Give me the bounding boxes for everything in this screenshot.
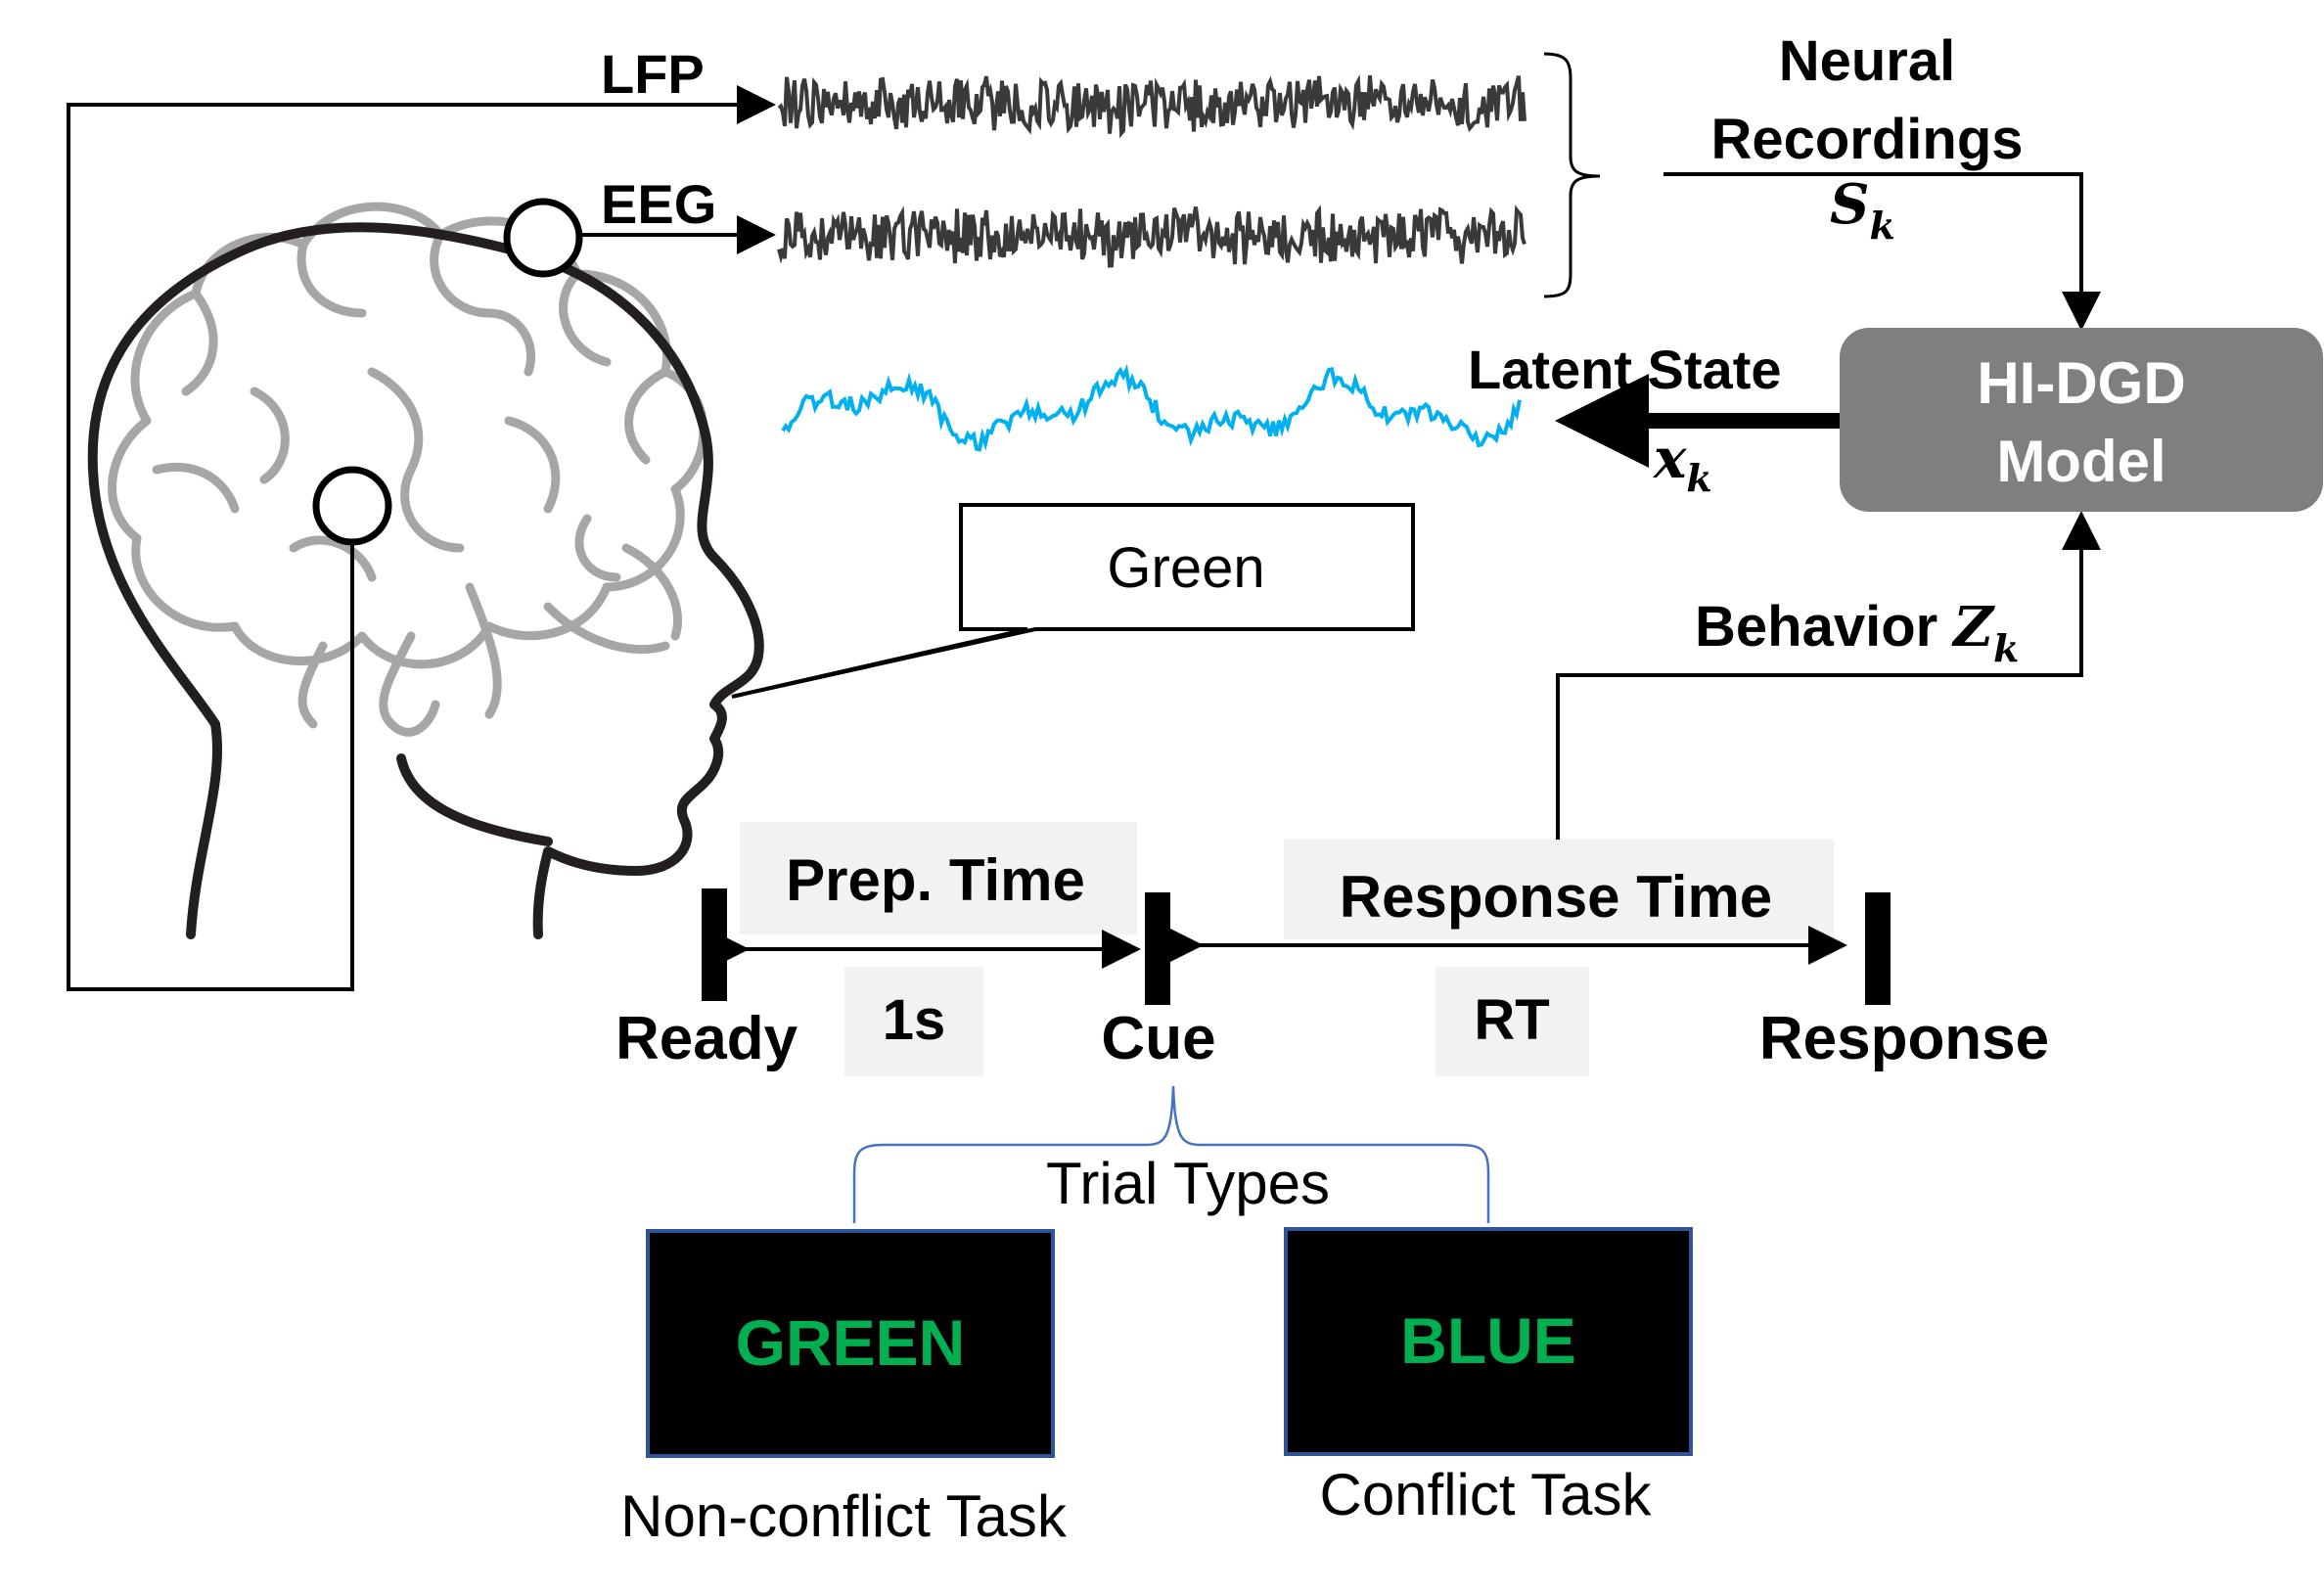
response-duration-box	[1435, 967, 1589, 1076]
speech-bubble-text: Green	[1107, 536, 1264, 600]
lfp-label: LFP	[601, 43, 705, 105]
connections	[67, 52, 2101, 991]
latent-state-trace	[781, 364, 1522, 452]
non-conflict-stimulus-word: GREEN	[736, 1306, 966, 1379]
conflict-stimulus-card	[1284, 1227, 1693, 1456]
conflict-caption: Conflict Task	[1319, 1462, 1652, 1527]
model-name-line1: HI-DGD	[1977, 350, 2185, 416]
response-time-box	[1284, 840, 1834, 939]
response-label: Response	[1759, 1005, 2049, 1072]
eeg-label: EEG	[601, 173, 716, 235]
jaw-outline	[396, 753, 553, 846]
signal-traces	[777, 73, 1527, 452]
ready-label: Ready	[615, 1005, 798, 1072]
trial-timeline: Prep. Time Response Time 1s RT Ready Cue…	[615, 822, 2049, 1076]
ready-tick	[702, 888, 727, 1001]
recordings-to-model-arrow	[1663, 172, 2101, 331]
latent-state-symbol: xk	[1653, 427, 1712, 500]
neural-recordings-label-line2: Recordings	[1710, 108, 2023, 171]
neural-recordings-label-line1: Neural	[1779, 29, 1956, 93]
lfp-trace	[777, 73, 1527, 139]
prep-time-box	[740, 822, 1137, 934]
eeg-trace	[777, 205, 1527, 268]
non-conflict-caption: Non-conflict Task	[620, 1483, 1068, 1549]
latent-state-label: Latent State	[1468, 339, 1782, 400]
eeg-electrode	[503, 198, 583, 278]
head-outline	[87, 222, 764, 939]
response-duration-label: RT	[1474, 988, 1549, 1052]
hi-dgd-model-box: HI-DGD Model	[1840, 328, 2323, 512]
neural-recordings-symbol: Sk	[1830, 172, 1895, 248]
trial-types: Trial Types GREEN Non-conflict Task BLUE…	[620, 1085, 1693, 1549]
cue-label: Cue	[1101, 1005, 1215, 1072]
model-name-line2: Model	[1996, 429, 2165, 494]
head-illustration	[87, 198, 764, 939]
brain-icon	[108, 202, 708, 737]
non-conflict-stimulus-card	[646, 1229, 1055, 1458]
cue-tick	[1145, 892, 1170, 1005]
response-tick	[1865, 892, 1891, 1005]
trial-types-brace	[852, 1085, 1490, 1223]
behavior-to-model-arrow	[1556, 511, 2101, 842]
trial-types-label: Trial Types	[1046, 1151, 1330, 1216]
conflict-stimulus-word: BLUE	[1400, 1304, 1576, 1377]
speech-bubble: Green	[731, 503, 1415, 699]
prep-time-label: Prep. Time	[786, 847, 1085, 913]
lfp-wire	[67, 85, 776, 991]
response-time-label: Response Time	[1340, 864, 1772, 930]
prep-duration-box	[844, 967, 983, 1076]
lfp-electrode	[312, 466, 392, 546]
signals-bracket	[1543, 52, 1601, 298]
prep-duration-label: 1s	[883, 988, 946, 1052]
